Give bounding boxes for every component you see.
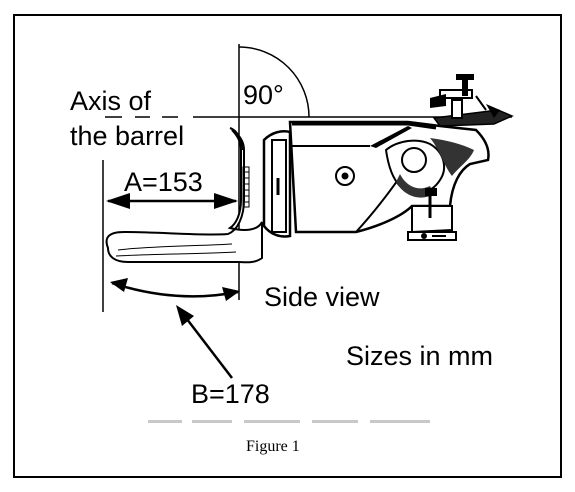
receiver-body [262,120,490,241]
units-label: Sizes in mm [346,341,493,371]
dimension-a-label: A=153 [124,167,203,197]
angle-arc [238,46,310,118]
dimension-b-label: B=178 [191,379,270,409]
faded-text-fragment [148,420,430,423]
side-view-label: Side view [264,282,380,312]
leader-arrow [176,305,233,379]
axis-label-line1: Axis of [70,86,152,116]
figure-caption: Figure 1 [246,438,300,455]
pistol-grip [105,127,263,264]
angle-label: 90° [243,80,284,110]
rear-sight [430,74,514,127]
dimension-a-arrow [106,193,238,209]
dimension-b-arc [110,278,240,301]
figure-frame [13,14,562,478]
axis-label-line2: the barrel [70,121,184,151]
